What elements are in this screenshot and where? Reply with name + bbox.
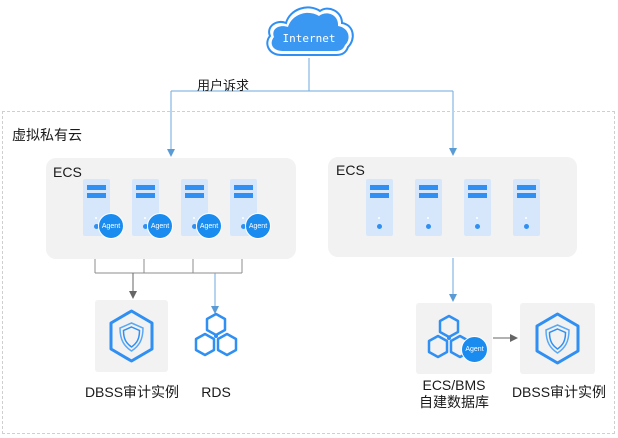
server-slot xyxy=(419,193,438,198)
server-slot xyxy=(419,185,438,190)
left-dbss-node[interactable] xyxy=(95,300,168,372)
server-led xyxy=(143,224,148,229)
server-icon[interactable] xyxy=(464,179,491,236)
shield-hexagon-icon xyxy=(109,309,154,363)
server-slot xyxy=(234,185,253,190)
server-led xyxy=(525,217,527,219)
server-slot xyxy=(185,193,204,198)
agent-badge: Agent xyxy=(245,213,271,239)
server-slot xyxy=(87,193,106,198)
internet-cloud: Internet xyxy=(262,3,356,59)
shield-hexagon-icon xyxy=(535,312,580,365)
server-led xyxy=(144,217,146,219)
server-led xyxy=(378,217,380,219)
rds-label: RDS xyxy=(201,384,231,400)
self-db-label-line1: ECS/BMS xyxy=(422,377,486,393)
database-hexagons-icon xyxy=(194,312,238,357)
self-db-label-line2: 自建数据库 xyxy=(419,394,489,410)
rds-node[interactable] xyxy=(190,312,242,362)
server-led xyxy=(193,217,195,219)
agent-badge: Agent xyxy=(196,213,222,239)
vpc-label: 虚拟私有云 xyxy=(12,127,82,143)
left-dbss-label: DBSS审计实例 xyxy=(84,384,180,400)
server-slot xyxy=(370,185,389,190)
vpc-boundary xyxy=(2,111,615,434)
right-dbss-label: DBSS审计实例 xyxy=(511,384,607,400)
server-led xyxy=(241,224,246,229)
server-led xyxy=(192,224,197,229)
server-slot xyxy=(136,185,155,190)
server-icon[interactable] xyxy=(513,179,540,236)
server-slot xyxy=(185,185,204,190)
agent-badge: Agent xyxy=(147,213,173,239)
server-led xyxy=(427,217,429,219)
server-slot xyxy=(517,185,536,190)
server-slot xyxy=(234,193,253,198)
right-dbss-node[interactable] xyxy=(520,303,595,374)
request-lines xyxy=(167,58,457,157)
server-slot xyxy=(370,193,389,198)
server-led xyxy=(377,224,382,229)
cloud-icon xyxy=(266,6,354,56)
server-led xyxy=(94,224,99,229)
server-led xyxy=(426,224,431,229)
server-slot xyxy=(87,185,106,190)
server-icon[interactable] xyxy=(415,179,442,236)
right-ecs-label: ECS xyxy=(336,162,365,178)
self-db-label: ECS/BMS 自建数据库 xyxy=(404,377,504,411)
agent-badge: Agent xyxy=(98,213,124,239)
server-led xyxy=(95,217,97,219)
server-led xyxy=(242,217,244,219)
left-ecs-label: ECS xyxy=(53,164,82,180)
server-icon[interactable] xyxy=(366,179,393,236)
server-led xyxy=(476,217,478,219)
self-db-agent-badge: Agent xyxy=(461,336,488,363)
server-slot xyxy=(468,193,487,198)
server-led xyxy=(475,224,480,229)
internet-label: Internet xyxy=(282,32,336,45)
self-db-node[interactable]: Agent xyxy=(416,303,492,374)
server-slot xyxy=(517,193,536,198)
server-slot xyxy=(468,185,487,190)
request-label: 用户诉求 xyxy=(197,78,250,93)
server-slot xyxy=(136,193,155,198)
server-led xyxy=(524,224,529,229)
